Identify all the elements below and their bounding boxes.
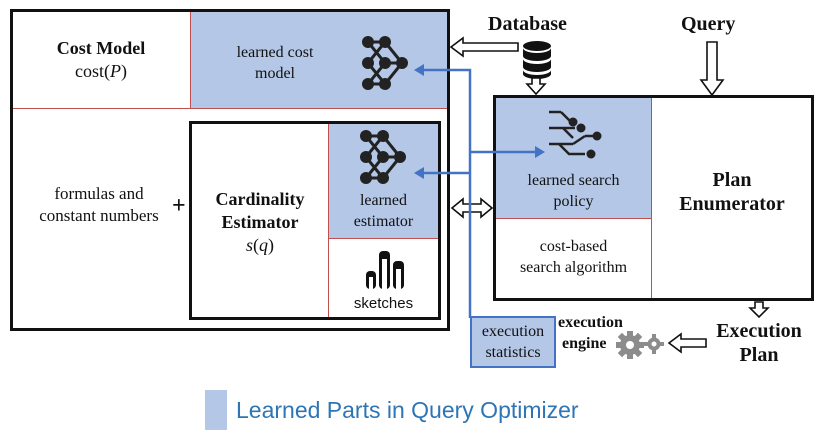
learned-cost-model-label: learned cost model — [195, 38, 355, 88]
legend-swatch — [205, 390, 227, 430]
learned-estimator-line-2: estimator — [353, 213, 414, 230]
formulas-label: formulas and constant numbers — [20, 180, 178, 230]
cost-model-divider-vertical — [190, 12, 191, 108]
legend-label: Learned Parts in Query Optimizer — [236, 397, 579, 423]
neural-network-icon — [362, 36, 408, 90]
cost-based-line-1: cost-based — [539, 238, 608, 255]
plan-divider-horizontal — [496, 218, 651, 219]
plan-divider-vertical — [651, 98, 652, 298]
formulas-line-1: formulas and — [54, 184, 144, 203]
exec-stats-line-2: statistics — [485, 344, 541, 361]
neural-network-icon — [360, 130, 406, 184]
cardinality-formula: s(q) — [245, 234, 274, 255]
plan-enumerator-line-2: Enumerator — [679, 193, 785, 215]
plus-sign: + — [172, 193, 186, 219]
exec-plan-line-1: Execution — [716, 320, 802, 342]
cost-model-formula: cost(P) — [75, 61, 127, 81]
exec-engine-line-1: execution — [558, 314, 623, 331]
formulas-line-2: constant numbers — [39, 206, 159, 225]
exec-engine-line-2: engine — [562, 335, 607, 352]
cardinality-title-line-1: Cardinality — [215, 188, 305, 209]
learned-search-policy-label: learned search policy — [496, 168, 651, 214]
search-tree-icon — [549, 110, 602, 159]
cardinality-title-area: Cardinality Estimator s(q) — [192, 180, 328, 264]
learned-search-line-2: policy — [553, 193, 594, 210]
sketches-label: sketches — [353, 295, 414, 312]
gear-icon — [616, 331, 664, 359]
cardinality-divider-vertical — [328, 124, 329, 317]
card-func-arg: q — [259, 234, 268, 255]
cost-based-line-2: search algorithm — [519, 259, 628, 276]
exec-plan-line-2: Plan — [739, 344, 779, 366]
cardinality-divider-horizontal — [329, 238, 438, 239]
plan-enumerator-title: Plan Enumerator — [654, 164, 810, 220]
cardinality-title-line-2: Estimator — [221, 211, 299, 232]
learned-estimator-line-1: learned — [359, 192, 408, 209]
cost-func-name: cost — [75, 61, 104, 81]
execution-engine-label: execution engine — [558, 310, 642, 356]
execution-statistics-box: execution statistics — [470, 316, 556, 368]
cost-model-title-area: Cost Model cost(P) — [13, 30, 189, 90]
learned-search-line-1: learned search — [527, 172, 620, 189]
exec-stats-line-1: execution — [481, 323, 545, 340]
cost-model-title: Cost Model — [56, 38, 146, 58]
learned-estimator-label: learned estimator — [329, 188, 438, 234]
learned-cost-line-2: model — [255, 65, 295, 82]
cost-based-search-label: cost-based search algorithm — [496, 233, 651, 281]
sketches-bar-icon — [366, 251, 404, 289]
cost-func-arg: P — [110, 61, 121, 81]
card-func-name: s — [245, 234, 253, 255]
database-icon — [523, 41, 551, 79]
cost-model-divider-horizontal — [13, 108, 447, 109]
learned-cost-line-1: learned cost — [236, 44, 314, 61]
query-label: Query — [681, 13, 736, 35]
execution-plan-label: Execution Plan — [706, 318, 812, 368]
database-label: Database — [488, 13, 567, 35]
plan-enumerator-line-1: Plan — [712, 169, 752, 191]
